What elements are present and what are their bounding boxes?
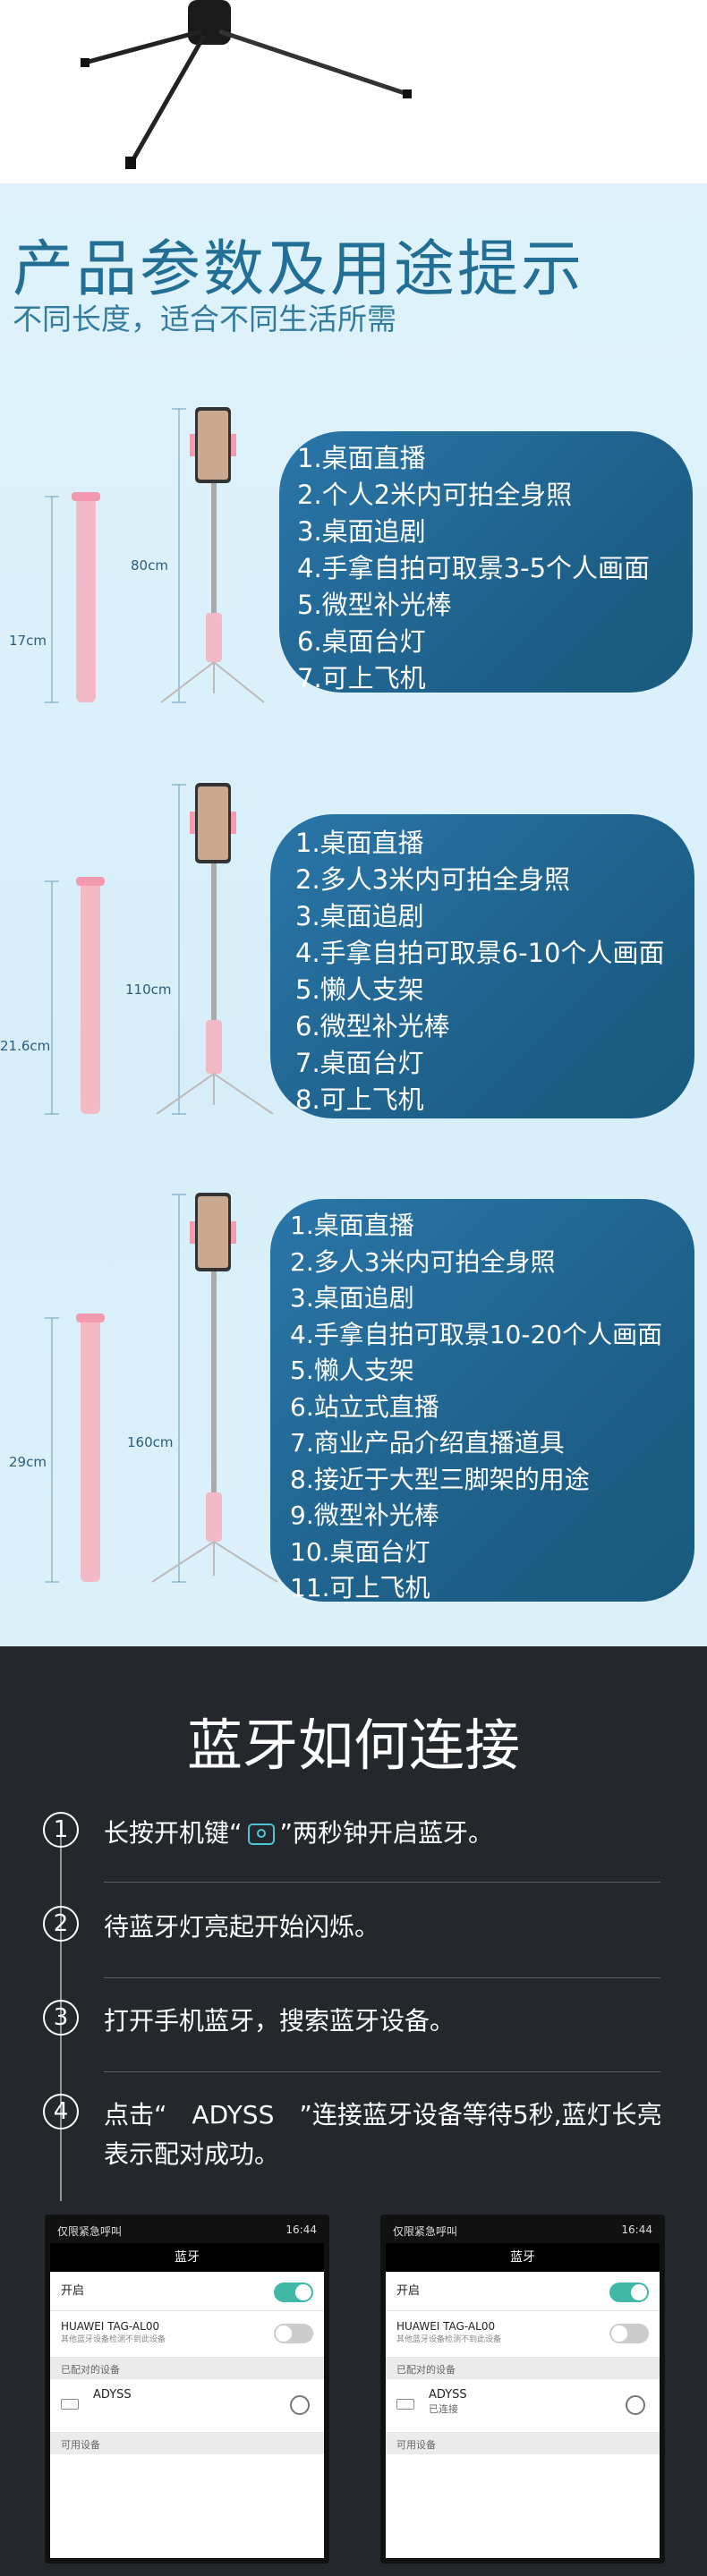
status-left: 仅限紧急呼叫 [57,2225,123,2238]
bluetooth-screenshot-2: 仅限紧急呼叫 16:44 蓝牙 开启 HUAWEI TAG-AL00 其他蓝牙设备… [380,2215,665,2563]
step-4-text: 点击“ ADYSS ”连接蓝牙设备等待5秒,蓝灯长亮表示配对成功。 [104,2100,662,2169]
tripod-image [0,0,707,183]
divider [104,1977,660,1978]
use-item: 7.桌面台灯 [295,1048,424,1078]
product-2-extended-length: 110cm [125,982,172,998]
params-title: 产品参数及用途提示 [13,234,585,305]
use-item: 2.多人3米内可拍全身照 [290,1246,556,1277]
use-item: 8.接近于大型三脚架的用途 [290,1464,590,1494]
step-1-text: 长按开机键“ ”两秒钟开启蓝牙。 [104,1814,677,1853]
divider [104,1882,660,1883]
use-item: 3.桌面追剧 [290,1283,414,1313]
status-bar: 仅限紧急呼叫 16:44 [50,2220,324,2243]
bluetooth-enable-row[interactable]: 开启 [386,2272,660,2311]
status-time: 16:44 [285,2223,317,2236]
product-1-folded-length: 17cm [9,633,47,649]
device-note: 其他蓝牙设备检测不到此设备 [61,2335,166,2344]
device-note: 其他蓝牙设备检测不到此设备 [396,2335,502,2344]
step-3-text: 打开手机蓝牙，搜索蓝牙设备。 [104,2006,456,2036]
use-item: 6.微型补光棒 [295,1011,450,1041]
device-name: HUAWEI TAG-AL00 [61,2320,160,2333]
use-item: 11.可上飞机 [290,1573,430,1603]
use-item: 3.桌面追剧 [295,901,424,931]
bluetooth-toggle[interactable] [609,2283,649,2302]
use-item: 4.手拿自拍可取景6-10个人画面 [295,938,665,968]
paired-device-name: ADYSS [429,2388,467,2402]
use-item: 2.个人2米内可拍全身照 [297,480,573,510]
available-group-label: 可用设备 [386,2433,660,2454]
device-visibility-row[interactable]: HUAWEI TAG-AL00 其他蓝牙设备检测不到此设备 [50,2311,324,2358]
use-item: 1.桌面直播 [290,1211,414,1240]
bluetooth-enable-row[interactable]: 开启 [50,2272,324,2311]
paired-device-row[interactable]: ADYSS 已连接 [386,2379,660,2433]
enable-label: 开启 [61,2284,85,2298]
use-item: 3.桌面追剧 [297,516,426,547]
screen-header: 蓝牙 [386,2243,660,2272]
use-item: 5.懒人支架 [290,1356,414,1385]
paired-device-status: 已连接 [429,2403,458,2415]
params-section: 产品参数及用途提示 不同长度，适合不同生活所需 [0,183,707,1646]
use-item: 7.商业产品介绍直播道具 [290,1428,565,1458]
use-item: 4.手拿自拍可取景10-20个人画面 [290,1319,663,1349]
step-1-text-before: 长按开机键“ [104,1818,243,1848]
enable-label: 开启 [396,2284,421,2298]
status-bar: 仅限紧急呼叫 16:44 [386,2220,660,2243]
available-group-label: 可用设备 [50,2433,324,2454]
step-2-number: 2 [43,1906,79,1942]
bluetooth-toggle[interactable] [274,2283,313,2302]
paired-device-name: ADYSS [93,2388,132,2402]
camera-icon [247,1824,275,1845]
step-3-number: 3 [43,2000,79,2036]
use-item: 5.懒人支架 [295,974,424,1005]
params-subtitle: 不同长度，适合不同生活所需 [13,302,396,336]
use-item: 9.微型补光棒 [290,1501,439,1530]
gear-icon[interactable] [290,2395,310,2415]
step-2-text: 待蓝牙灯亮起开始闪烁。 [104,1912,380,1942]
use-item: 10.桌面台灯 [290,1536,430,1567]
keyboard-icon [61,2399,79,2410]
status-time: 16:44 [621,2223,652,2236]
tripod-illustration [81,0,412,169]
product-3-uses-box: 1.桌面直播 2.多人3米内可拍全身照 3.桌面追剧 4.手拿自拍可取景10-2… [270,1199,694,1603]
visibility-toggle[interactable] [609,2324,649,2343]
step-1-number: 1 [43,1812,79,1848]
device-name: HUAWEI TAG-AL00 [396,2320,496,2333]
use-item: 1.桌面直播 [295,828,424,858]
product-2-folded-length: 21.6cm [0,1038,51,1054]
visibility-toggle[interactable] [274,2324,313,2343]
step-4-number: 4 [43,2094,79,2130]
use-item: 1.桌面直播 [297,443,426,473]
product-3-extended-length: 160cm [127,1434,174,1450]
product-1-uses-box: 1.桌面直播 2.个人2米内可拍全身照 3.桌面追剧 4.手拿自拍可取景3-5个… [279,431,693,693]
use-item: 5.微型补光棒 [297,590,452,620]
use-item: 8.可上飞机 [295,1084,424,1115]
product-1-extended-length: 80cm [131,557,168,574]
product-2-illustration [45,783,274,1115]
product-2-uses-box: 1.桌面直播 2.多人3米内可拍全身照 3.桌面追剧 4.手拿自拍可取景6-10… [270,814,694,1118]
use-item: 6.桌面台灯 [297,626,426,657]
use-item: 4.手拿自拍可取景3-5个人画面 [297,553,651,583]
paired-device-row[interactable]: ADYSS [50,2379,324,2433]
paired-group-label: 已配对的设备 [50,2358,324,2379]
bluetooth-screenshot-1: 仅限紧急呼叫 16:44 蓝牙 开启 HUAWEI TAG-AL00 其他蓝牙设备… [45,2215,329,2563]
keyboard-icon [396,2399,414,2410]
use-item: 2.多人3米内可拍全身照 [295,864,571,895]
use-item: 7.可上飞机 [297,663,426,693]
use-item: 6.站立式直播 [290,1391,439,1422]
device-visibility-row[interactable]: HUAWEI TAG-AL00 其他蓝牙设备检测不到此设备 [386,2311,660,2358]
step-1-text-after: ”两秒钟开启蓝牙。 [279,1818,494,1848]
divider [104,2071,660,2072]
status-left: 仅限紧急呼叫 [393,2225,458,2238]
gear-icon[interactable] [626,2395,645,2415]
bluetooth-title: 蓝牙如何连接 [186,1713,520,1778]
screen-header: 蓝牙 [50,2243,324,2272]
product-3-folded-length: 29cm [9,1454,47,1470]
product-1-illustration [45,407,265,703]
product-3-illustration [45,1193,278,1583]
paired-group-label: 已配对的设备 [386,2358,660,2379]
